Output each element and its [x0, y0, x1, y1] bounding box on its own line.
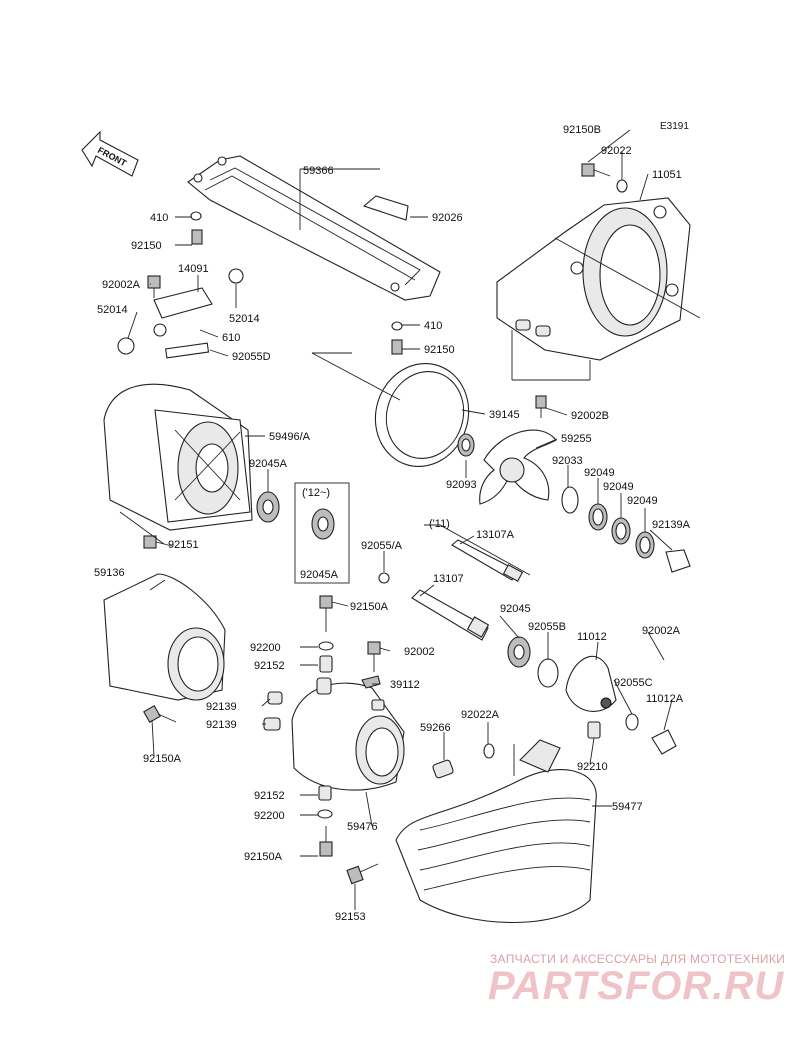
label-59476: 59476	[347, 821, 378, 833]
pump-housing-part	[496, 197, 701, 361]
label-59136: 59136	[94, 567, 125, 579]
label-92150a-3: 92150A	[244, 851, 283, 863]
label-59366: 59366	[303, 165, 334, 177]
guard-59477-part	[395, 739, 597, 924]
label-13107: 13107	[433, 573, 464, 585]
label-92055c: 92055C	[614, 677, 653, 689]
ride-plate-part	[187, 155, 441, 301]
label-39112: 39112	[390, 679, 420, 691]
bearing-92045a-part	[256, 491, 280, 523]
drive-shaft-part	[411, 589, 490, 641]
label-92049-a: 92049	[584, 467, 615, 479]
label-92151: 92151	[168, 539, 199, 551]
label-92139a: 92139A	[652, 519, 691, 531]
label-52014-b: 52014	[229, 313, 260, 325]
label-92033: 92033	[552, 455, 583, 467]
label-11051: 11051	[652, 169, 682, 181]
label-39145: 39145	[489, 409, 520, 421]
label-92150-b: 92150	[424, 344, 455, 356]
label-92002a: 92002A	[102, 279, 141, 291]
bearing-92045-part	[507, 636, 531, 668]
label-59496a: 59496/A	[269, 431, 311, 443]
leader-lines	[119, 129, 673, 910]
label-92055b: 92055B	[528, 621, 566, 633]
o-ring-92055a	[378, 572, 390, 584]
label-92093: 92093	[446, 479, 477, 491]
label-92210: 92210	[577, 761, 608, 773]
label-92153: 92153	[335, 911, 366, 923]
o-ring-92055b	[537, 658, 559, 688]
label-note-12: ('12~)	[302, 487, 330, 499]
label-410-a: 410	[150, 212, 168, 224]
diagram-code: E3191	[660, 121, 689, 132]
label-92200-a: 92200	[250, 642, 281, 654]
label-92152-b: 92152	[254, 790, 285, 802]
label-59255: 59255	[561, 433, 592, 445]
label-92150b: 92150B	[563, 124, 601, 136]
seal-92093-part	[457, 433, 475, 457]
label-59477: 59477	[612, 801, 643, 813]
label-59266: 59266	[420, 722, 451, 734]
front-arrow-icon: FRONT	[81, 130, 139, 177]
label-52014-a: 52014	[97, 304, 128, 316]
label-610: 610	[222, 332, 240, 344]
label-92045a-2: 92045A	[300, 569, 339, 581]
label-92022: 92022	[601, 145, 632, 157]
label-92150a-2: 92150A	[143, 753, 182, 765]
label-92139-b: 92139	[206, 719, 237, 731]
o-ring-92055c	[625, 713, 639, 731]
collar-chain-parts	[561, 486, 691, 573]
label-92002: 92002	[404, 646, 435, 658]
label-92150a: 92150A	[350, 601, 389, 613]
fittings-parts	[117, 163, 628, 885]
label-92022a: 92022A	[461, 709, 500, 721]
label-92002b: 92002B	[571, 410, 609, 422]
wear-ring-part	[374, 362, 470, 468]
pump-case-part	[103, 383, 253, 531]
label-92026: 92026	[432, 212, 463, 224]
callout-labels: 59366 92026 410 92150 92002A 14091 52014…	[94, 124, 691, 923]
cap-11012-part	[565, 655, 617, 712]
label-92002a-2: 92002A	[642, 625, 681, 637]
watermark-logo: PARTSFOR.RU	[488, 964, 785, 1008]
label-11012a: 11012A	[646, 693, 684, 705]
label-92049-b: 92049	[603, 481, 634, 493]
label-92055d: 92055D	[232, 351, 271, 363]
label-92152-a: 92152	[254, 660, 285, 672]
label-92150: 92150	[131, 240, 162, 252]
label-note-11: ('11)	[429, 518, 450, 530]
label-92139-a: 92139	[206, 701, 237, 713]
label-92055a: 92055/A	[361, 540, 403, 552]
label-11012: 11012	[577, 631, 607, 643]
label-92049-c: 92049	[627, 495, 658, 507]
watermark-caption: ЗАПЧАСТИ И АКСЕССУАРЫ ДЛЯ МОТОТЕХНИКИ	[490, 952, 786, 966]
small-parts-column	[143, 535, 381, 857]
label-13107a: 13107A	[476, 529, 515, 541]
label-14091: 14091	[178, 263, 209, 275]
impeller-part	[479, 429, 557, 505]
label-92200-b: 92200	[254, 810, 285, 822]
cap-11012a-part	[651, 729, 677, 755]
label-92045: 92045	[500, 603, 531, 615]
note-box-11	[424, 524, 531, 582]
nozzle-part	[103, 573, 226, 701]
label-92045a: 92045A	[249, 458, 288, 470]
steering-nozzle-part	[291, 677, 405, 791]
label-410-b: 410	[424, 320, 442, 332]
note-box-12	[294, 482, 350, 584]
